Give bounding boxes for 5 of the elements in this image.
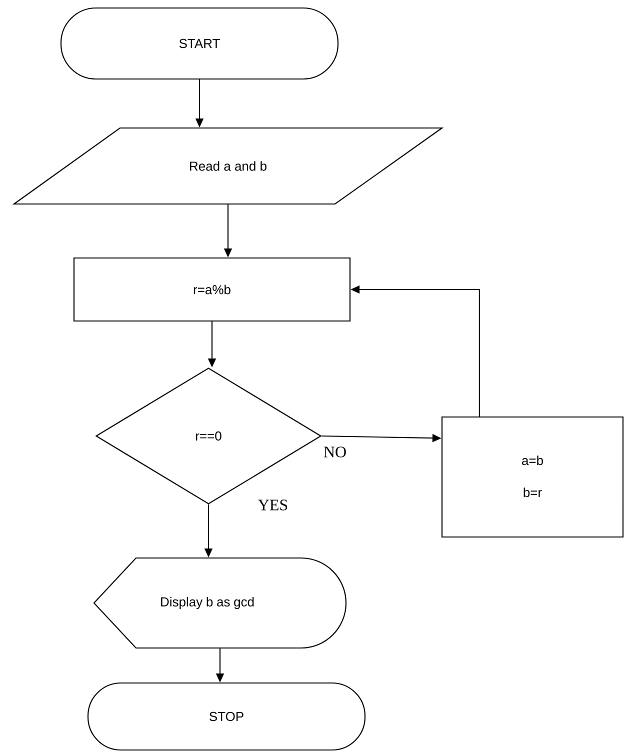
edge-label: NO — [324, 446, 346, 458]
terminal-box: STOP — [87, 682, 366, 751]
process-box: r=a%b — [73, 257, 351, 322]
process-box: a=b b=r — [441, 416, 624, 538]
terminal-box: START — [60, 7, 339, 80]
